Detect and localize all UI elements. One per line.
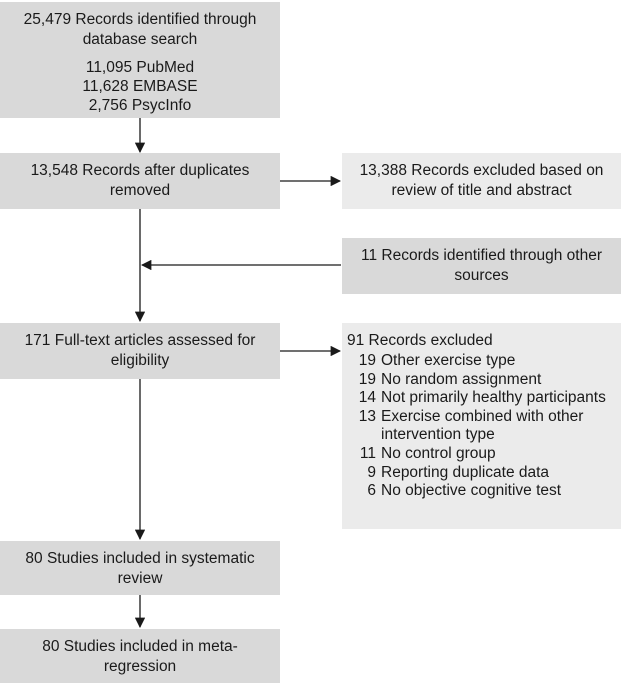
systematic-review-line-1: 80 Studies included in systematic [25, 550, 255, 567]
database-pubmed: 11,095 PubMed [85, 59, 195, 76]
box-fulltext-assessed: 171 Full-text articles assessed for elig… [0, 323, 280, 379]
box-after-duplicates: 13,548 Records after duplicates removed [0, 153, 280, 209]
reason-count: 9 [367, 463, 376, 481]
systematic-review-line-2: review [117, 570, 163, 587]
list-item: intervention type [347, 426, 621, 445]
box-meta-regression: 80 Studies included in meta- regression [0, 629, 280, 683]
database-psycinfo: 2,756 PsycInfo [88, 97, 192, 114]
excluded-title-line-2: review of title and abstract [391, 182, 572, 199]
box-other-sources: 11 Records identified through other sour… [342, 238, 621, 294]
reason-text: Other exercise type [381, 352, 516, 369]
list-item: 19 Other exercise type [347, 352, 621, 371]
reason-count: 13 [358, 407, 376, 425]
box-records-identified: 25,479 Records identified through databa… [0, 2, 280, 118]
reason-count: 19 [358, 370, 376, 388]
exclusion-reasons-list: 19 Other exercise type 19 No random assign… [347, 352, 621, 501]
list-item: 9 Reporting duplicate data [347, 464, 621, 483]
reason-count: 14 [358, 389, 376, 407]
list-item: 14 Not primarily healthy participants [347, 389, 621, 408]
fulltext-line-2: eligibility [110, 352, 170, 369]
reason-text: No random assignment [381, 370, 542, 388]
list-item: 19 No random assignment [347, 371, 621, 390]
identified-line-1: 25,479 Records identified through [23, 11, 257, 28]
after-duplicates-line-1: 13,548 Records after duplicates [30, 162, 250, 179]
excluded-fulltext-title: 91 Records excluded [347, 332, 493, 349]
box-excluded-fulltext: 91 Records excluded 19 Other exercise typ… [342, 323, 621, 529]
list-item: 13 Exercise combined with other [347, 408, 621, 427]
reason-text: Reporting duplicate data [381, 463, 550, 481]
excluded-title-line-1: 13,388 Records excluded based on [359, 162, 604, 179]
reason-text: No control group [381, 444, 496, 462]
other-sources-line-2: sources [454, 267, 509, 284]
identified-line-2: database search [82, 31, 198, 48]
reason-count [347, 426, 376, 445]
reason-text: Exercise combined with other [381, 407, 584, 425]
reason-text: intervention type [381, 426, 495, 444]
other-sources-line-1: 11 Records identified through other [361, 247, 602, 264]
fulltext-line-1: 171 Full-text articles assessed for [24, 332, 256, 349]
box-systematic-review: 80 Studies included in systematic review [0, 541, 280, 595]
meta-regression-line-1: 80 Studies included in meta- [42, 638, 238, 655]
database-embase: 11,628 EMBASE [82, 78, 198, 95]
reason-count: 6 [367, 482, 376, 500]
reason-text: Not primarily healthy participants [381, 389, 606, 407]
after-duplicates-line-2: removed [109, 182, 171, 199]
meta-regression-line-2: regression [103, 658, 177, 675]
database-list: 11,095 PubMed 11,628 EMBASE 2,756 PsycIn… [0, 58, 280, 115]
reason-count: 11 [359, 444, 376, 462]
list-item: 11 No control group [347, 445, 621, 464]
reason-count: 19 [358, 352, 376, 369]
reason-text: No objective cognitive test [381, 482, 562, 500]
list-item: 6 No objective cognitive test [347, 482, 621, 501]
box-excluded-title-abstract: 13,388 Records excluded based on review … [342, 153, 621, 209]
